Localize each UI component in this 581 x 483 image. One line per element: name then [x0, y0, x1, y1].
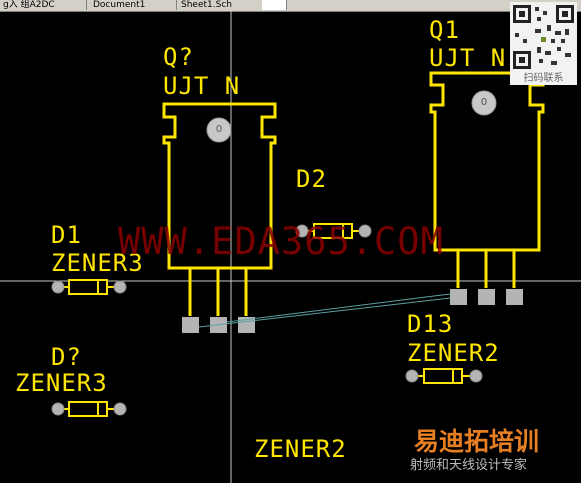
- d-unassigned-value[interactable]: ZENER3: [15, 369, 108, 397]
- d2-pad-2[interactable]: [358, 224, 372, 238]
- component-d-unassigned[interactable]: [51, 401, 127, 417]
- component-q-unassigned[interactable]: [162, 102, 277, 333]
- d-unassigned-pad-1[interactable]: [51, 402, 65, 416]
- d13-pad-1[interactable]: [405, 369, 419, 383]
- component-d1[interactable]: [51, 279, 127, 295]
- component-d13[interactable]: [405, 368, 483, 384]
- q-unassigned-value[interactable]: UJT N: [163, 72, 241, 100]
- d1-designator[interactable]: D1: [51, 221, 82, 249]
- document-tab-bar: g入 组A2DC Document1 Sheet1.Sch: [0, 0, 581, 12]
- brand-logo-main: 易迪拓培训: [414, 427, 540, 456]
- d1-value[interactable]: ZENER3: [51, 249, 144, 277]
- d-unassigned-body: [68, 401, 108, 417]
- tab-doc-1[interactable]: g入 组A2DC: [0, 0, 87, 10]
- qr-code-pattern: [513, 5, 574, 69]
- q-unassigned-designator[interactable]: Q?: [163, 43, 194, 71]
- q-unassigned-body-outline: [162, 102, 277, 270]
- q1-pad-3[interactable]: [506, 289, 523, 305]
- brand-logo: 易迪拓培训 射频和天线设计专家: [410, 428, 578, 480]
- d1-body: [68, 279, 108, 295]
- qr-code: 扫码联系: [510, 2, 577, 85]
- d1-pad-1[interactable]: [51, 280, 65, 294]
- brand-logo-sub: 射频和天线设计专家: [410, 458, 528, 473]
- d1-pad-2[interactable]: [113, 280, 127, 294]
- q1-designator[interactable]: Q1: [429, 16, 460, 44]
- watermark: WWW.EDA365.COM: [118, 220, 444, 263]
- d13-designator[interactable]: D13: [407, 310, 454, 338]
- component-d2[interactable]: [295, 223, 372, 239]
- q1-value[interactable]: UJT N: [429, 44, 507, 72]
- qr-caption: 扫码联系: [523, 73, 564, 84]
- d2-designator[interactable]: D2: [296, 165, 327, 193]
- ratsnest-line-1: [198, 297, 451, 328]
- ratsnest-line-2: [226, 293, 451, 323]
- orphan-value-label[interactable]: ZENER2: [254, 435, 347, 463]
- tab-doc-2[interactable]: Document1: [90, 0, 177, 10]
- q1-pad-2[interactable]: [478, 289, 495, 305]
- d13-value[interactable]: ZENER2: [407, 339, 500, 367]
- q1-body-outline: [429, 71, 545, 252]
- d-unassigned-pad-2[interactable]: [113, 402, 127, 416]
- tab-doc-4[interactable]: [262, 0, 287, 10]
- d2-pad-1[interactable]: [295, 224, 309, 238]
- q1-marker: [471, 90, 497, 116]
- q-unassigned-pad-1[interactable]: [182, 317, 199, 333]
- d13-body: [423, 368, 463, 384]
- q1-marker-text: 0: [480, 97, 488, 108]
- d-unassigned-designator[interactable]: D?: [51, 343, 82, 371]
- q-unassigned-marker-text: 0: [215, 124, 223, 135]
- d13-pad-2[interactable]: [469, 369, 483, 383]
- q1-pad-1[interactable]: [450, 289, 467, 305]
- component-q1[interactable]: [429, 71, 545, 305]
- q-unassigned-marker: [206, 117, 232, 143]
